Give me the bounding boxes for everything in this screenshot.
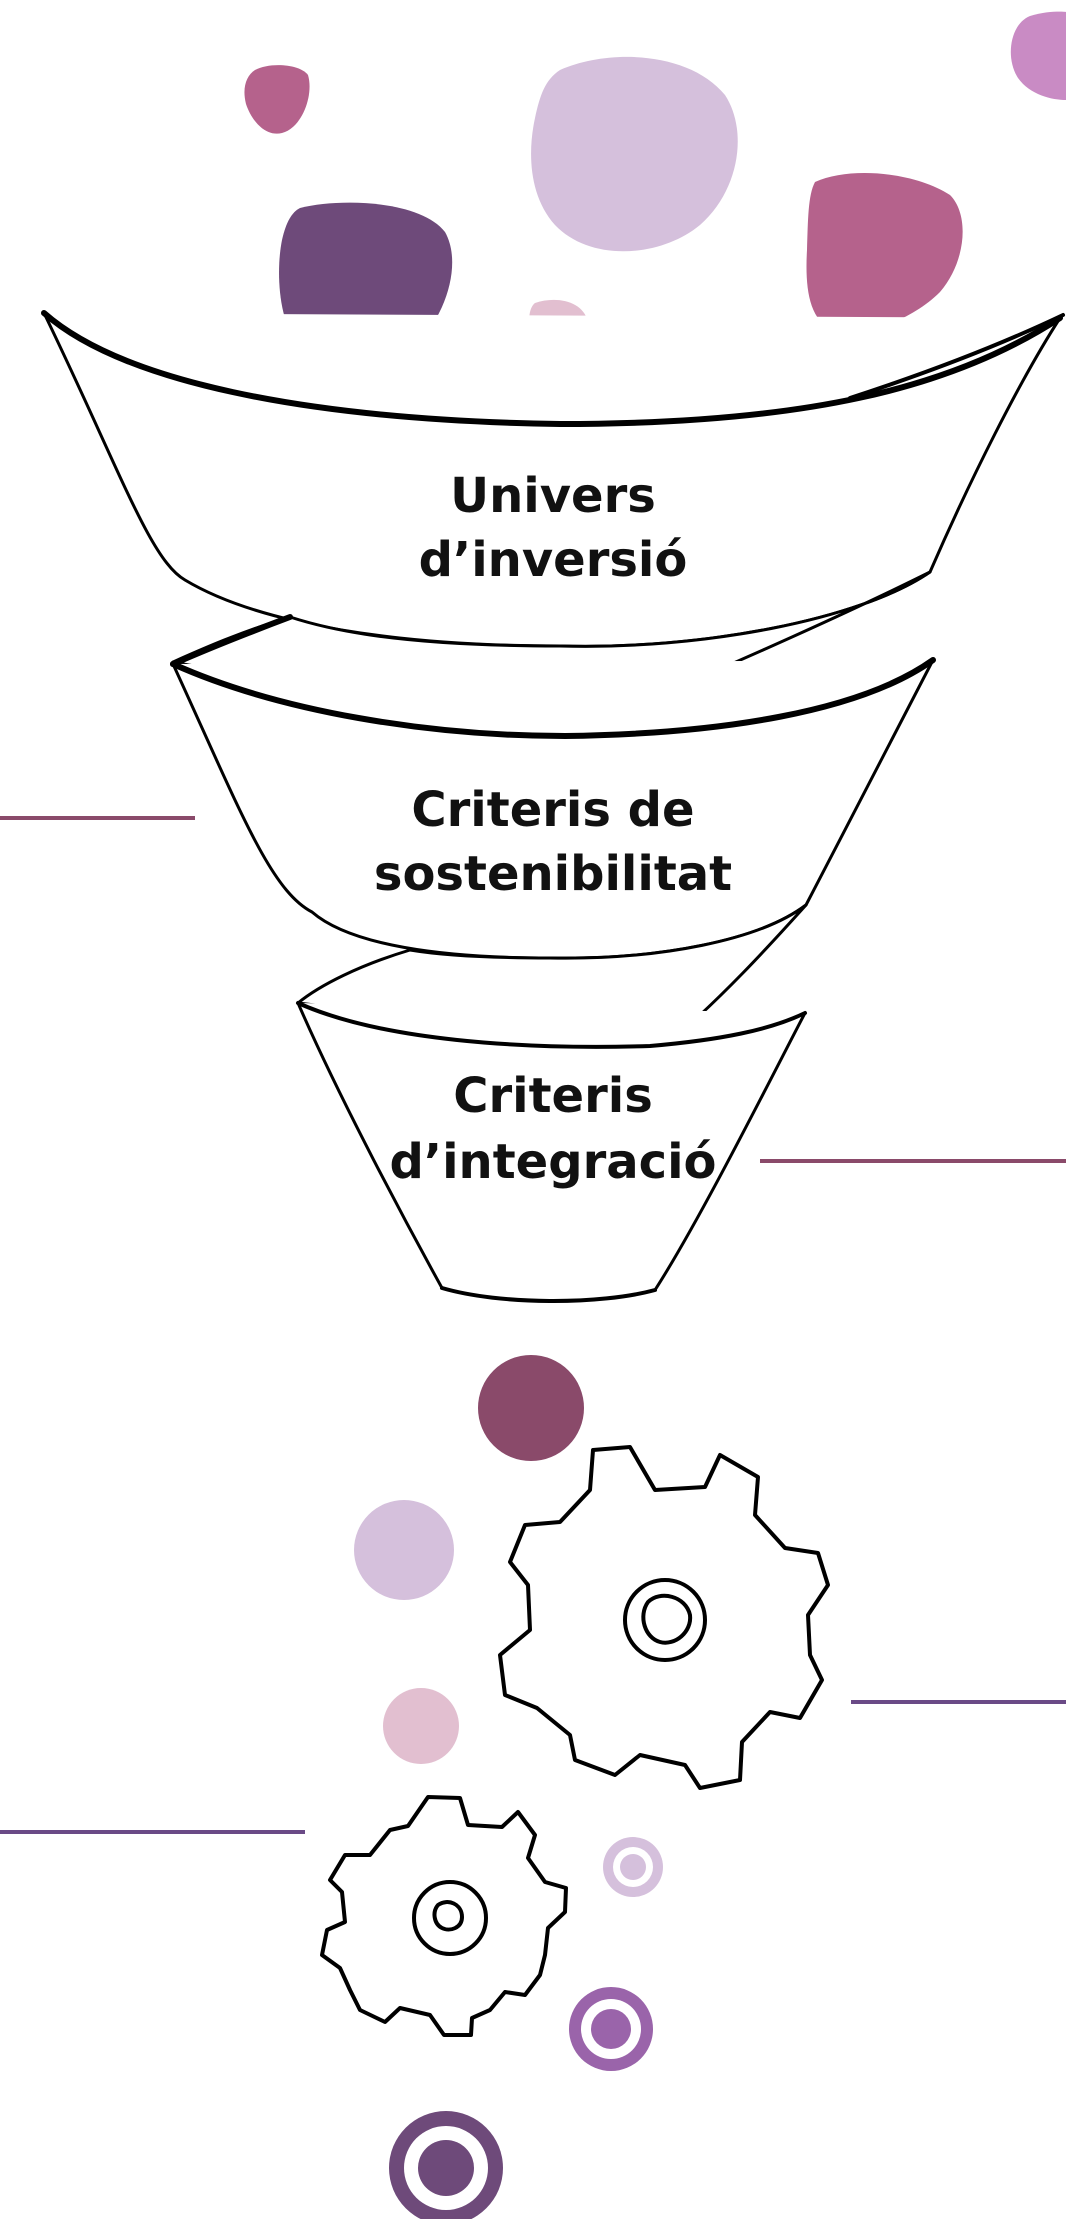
side-lines (0, 816, 1066, 1834)
large-gear-hub-inner (641, 1593, 693, 1645)
stage-3-label-line-1: Criteris (453, 1068, 653, 1124)
dot-blush (383, 1688, 459, 1764)
gear-icon (498, 1445, 830, 1790)
funnel-labels: Univers d’inversió Criteris de sostenibi… (374, 468, 732, 1190)
funnel-stage-2-rim-edge (170, 614, 293, 667)
blob-orchid-corner (1010, 11, 1066, 100)
funnel-stage-3-rim (296, 1001, 807, 1049)
dot-lavender (354, 1500, 454, 1600)
funnel-stage-1-rim (41, 310, 1063, 427)
funnel-stage-2-rim (170, 657, 936, 739)
target-small-inner (620, 1854, 646, 1880)
target-medium-inner (591, 2009, 631, 2049)
blob-lavender-large (531, 56, 738, 252)
dots (354, 1355, 584, 1764)
funnel-stage-1-rim-back (848, 313, 1065, 400)
target-icon (569, 1987, 653, 2071)
funnel-stage-3 (296, 903, 808, 1303)
stage-2-label-line-2: sostenibilitat (374, 846, 732, 902)
target-icon (389, 2111, 503, 2219)
stage-1-label-line-2: d’inversió (419, 532, 688, 588)
funnel-stage-3-base (440, 1286, 657, 1303)
blob-rose-large (806, 173, 963, 333)
stage-3-label-line-2: d’integració (389, 1134, 716, 1190)
side-line-right-top (760, 1159, 1066, 1163)
small-gear-hub-inner (432, 1900, 464, 1932)
stage-2-label-line-1: Criteris de (411, 782, 694, 838)
blob-rose-small (244, 65, 310, 134)
dot-wine (478, 1355, 584, 1461)
side-line-right-bottom (851, 1700, 1066, 1704)
gear-icon (320, 1795, 568, 2037)
funnel-stage-1 (41, 310, 1065, 648)
side-line-left-bottom (0, 1830, 305, 1834)
stage-1-label-line-1: Univers (450, 468, 656, 524)
target-large-inner (418, 2140, 474, 2196)
side-line-left-top (0, 816, 195, 820)
funnel-stage-2 (170, 570, 936, 960)
target-icon (603, 1837, 663, 1897)
